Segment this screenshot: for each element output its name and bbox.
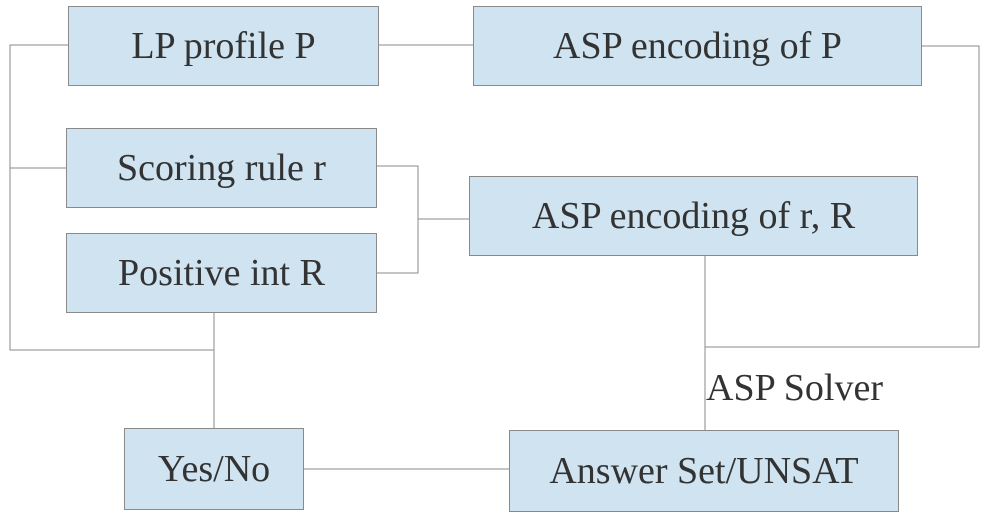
node-yes-no: Yes/No — [124, 428, 304, 510]
asp-solver-label: ASP Solver — [706, 367, 884, 409]
node-answer-set: Answer Set/UNSAT — [509, 430, 899, 512]
node-answer-set-label: Answer Set/UNSAT — [549, 450, 859, 492]
node-asp-encoding-rR: ASP encoding of r, R — [469, 176, 918, 256]
node-asp-encoding-rR-label: ASP encoding of r, R — [531, 195, 856, 237]
node-scoring-rule-label: Scoring rule r — [117, 147, 326, 189]
node-lp-profile-label: LP profile P — [131, 25, 316, 67]
connector-asp-p-to-solver — [705, 45, 980, 348]
node-positive-int-label: Positive int R — [118, 252, 325, 294]
node-asp-encoding-p: ASP encoding of P — [473, 6, 922, 86]
connector-left-bus — [9, 44, 214, 351]
connector-bracket — [377, 165, 419, 274]
node-yes-no-label: Yes/No — [157, 448, 271, 490]
node-positive-int: Positive int R — [66, 233, 377, 313]
node-lp-profile: LP profile P — [68, 6, 379, 86]
node-scoring-rule: Scoring rule r — [66, 128, 377, 208]
node-asp-encoding-p-label: ASP encoding of P — [553, 25, 842, 67]
